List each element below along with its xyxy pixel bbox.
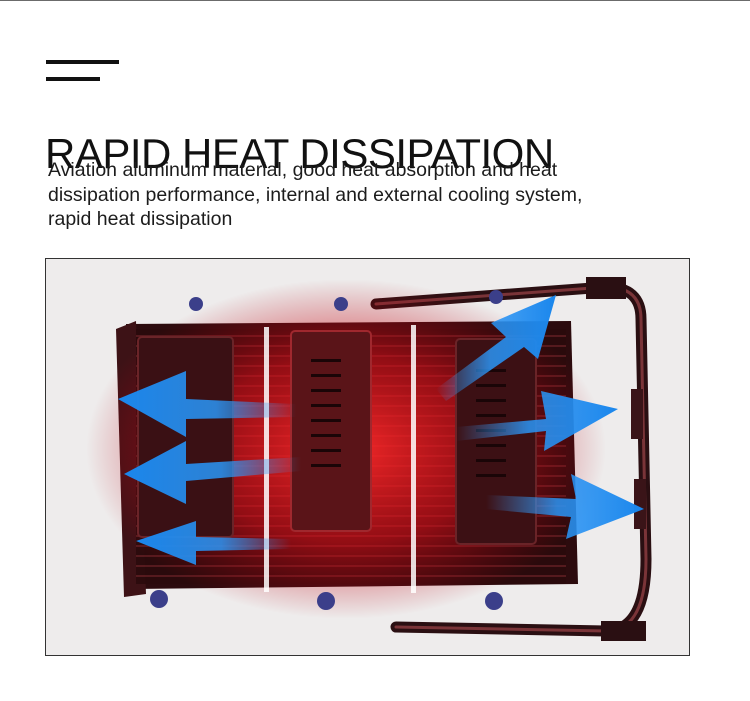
mounting-bracket bbox=[370, 277, 652, 641]
arrow-right-icon bbox=[456, 391, 618, 451]
arrow-right-icon bbox=[486, 474, 644, 539]
cable-gland bbox=[317, 592, 335, 610]
heat-sink-illustration bbox=[46, 259, 689, 655]
decor-bar-short bbox=[46, 77, 100, 81]
product-image bbox=[45, 258, 690, 656]
description-line: Aviation aluminum material, good heat ab… bbox=[48, 159, 558, 181]
arrow-left-icon bbox=[136, 521, 291, 565]
cable-gland bbox=[485, 592, 503, 610]
cable-gland bbox=[489, 290, 503, 304]
page-title: RAPID HEAT DISSIPATION bbox=[45, 130, 554, 178]
cable-gland bbox=[334, 297, 348, 311]
description: Aviation aluminum material, good heat ab… bbox=[48, 158, 688, 232]
cable-gland bbox=[189, 297, 203, 311]
description-line: rapid heat dissipation bbox=[48, 208, 233, 230]
cable-gland bbox=[150, 590, 168, 608]
top-divider bbox=[0, 0, 750, 1]
description-line: dissipation performance, internal and ex… bbox=[48, 183, 583, 206]
arrow-left-icon bbox=[118, 371, 296, 437]
arrow-left-icon bbox=[124, 441, 301, 504]
decor-bar-long bbox=[46, 60, 119, 64]
airflow-arrows bbox=[118, 295, 644, 565]
arrow-up-right-icon bbox=[436, 295, 556, 401]
